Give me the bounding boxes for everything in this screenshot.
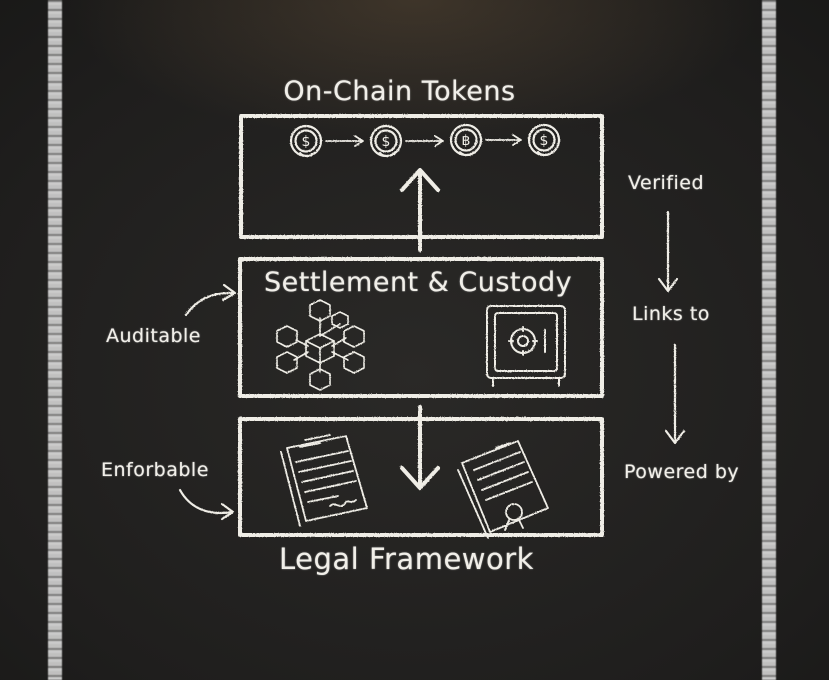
token-symbol: $ xyxy=(540,133,549,149)
label-powered-by: Powered by xyxy=(624,461,740,483)
label-verified: Verified xyxy=(628,172,705,194)
arrow-down-icon xyxy=(400,405,440,490)
token-symbol: ฿ xyxy=(462,133,471,149)
arrow-up-icon xyxy=(400,168,440,252)
arrow-verified-to-links-icon xyxy=(657,210,679,293)
curved-arrow-auditable-icon xyxy=(184,291,236,317)
title-legal-framework: Legal Framework xyxy=(279,542,534,576)
token-coin-icon xyxy=(527,123,561,157)
blockchain-network-icon xyxy=(276,299,365,391)
token-symbol: $ xyxy=(382,134,391,150)
chalk-frame-left xyxy=(48,0,62,680)
chalk-frame-right xyxy=(762,0,776,680)
token-symbol: $ xyxy=(302,134,311,150)
token-coin-icon xyxy=(449,123,483,157)
arrow-right-icon xyxy=(325,134,522,147)
title-on-chain-tokens: On-Chain Tokens xyxy=(283,76,516,107)
arrow-links-to-powered-icon xyxy=(664,343,686,445)
token-coin-icon xyxy=(289,124,323,158)
token-coin-icon xyxy=(369,124,403,158)
title-settlement-custody: Settlement & Custody xyxy=(264,267,573,298)
vault-safe-icon xyxy=(486,305,566,387)
contract-seal-icon xyxy=(457,440,549,539)
label-auditable: Auditable xyxy=(106,325,202,347)
curved-arrow-enforceable-icon xyxy=(178,488,234,515)
label-links-to: Links to xyxy=(632,303,710,325)
box-settlement-custody xyxy=(238,257,604,398)
legal-document-icon xyxy=(280,434,368,527)
label-enforceable: Enforbable xyxy=(101,459,209,481)
